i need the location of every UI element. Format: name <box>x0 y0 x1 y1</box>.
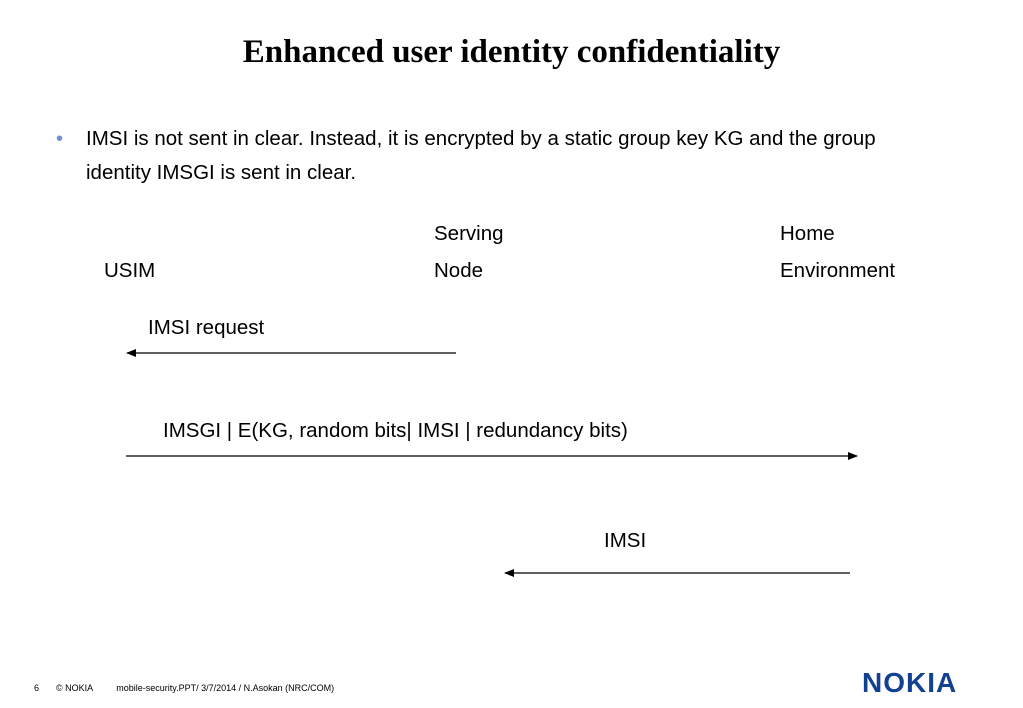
home-environment-label-line1: Home <box>780 222 835 245</box>
serving-node-label-line1: Serving <box>434 222 504 245</box>
footer-source: mobile-security.PPT/ 3/7/2014 / N.Asokan… <box>116 683 335 693</box>
nokia-logo-text: NOKIA <box>862 668 957 696</box>
message-label-imsi: IMSI <box>604 529 647 552</box>
home-environment-label-line2: Environment <box>780 259 896 282</box>
serving-node-label-line2: Node <box>434 259 484 282</box>
message-label-imsi-request: IMSI request <box>148 316 265 339</box>
footer: 6 © NOKIA mobile-security.PPT/ 3/7/2014 … <box>34 681 334 695</box>
message-label-imsgi-encrypted: IMSGI | E(KG, random bits| IMSI | redund… <box>163 419 628 442</box>
bullet-dot-icon: • <box>56 128 64 150</box>
nokia-logo: NOKIA <box>862 668 957 696</box>
bullet-text: IMSI is not sent in clear. Instead, it i… <box>86 127 876 184</box>
footer-copyright: © NOKIA <box>56 683 94 693</box>
slide-title: Enhanced user identity confidentiality <box>242 34 781 70</box>
page-number: 6 <box>34 683 40 693</box>
usim-label: USIM <box>104 259 156 282</box>
